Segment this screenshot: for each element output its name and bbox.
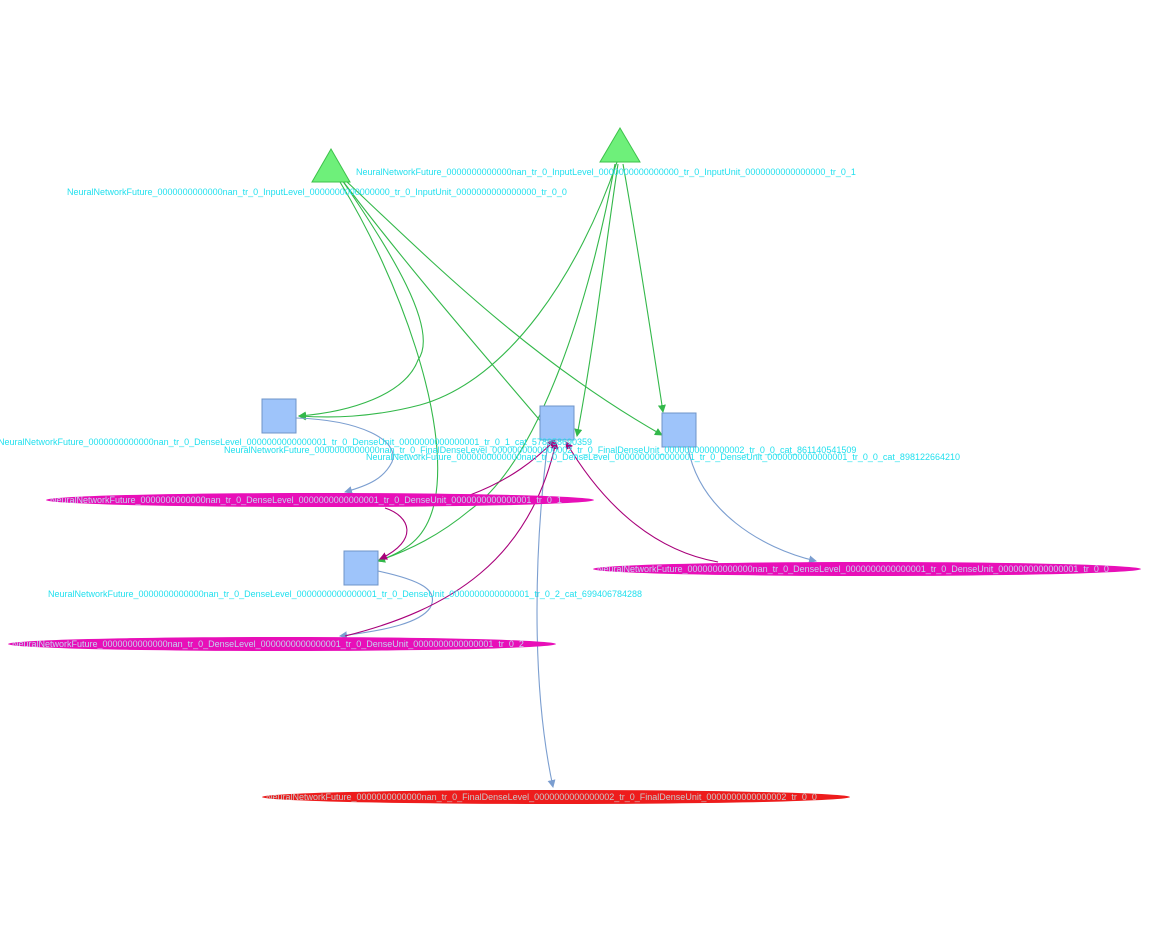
edge-ell2-final (344, 441, 559, 637)
edge-ell1-final (469, 439, 556, 496)
edge-input1-final (574, 163, 619, 437)
edge-input1-dense0 (622, 163, 666, 413)
ellipse-node-0-label: NeuralNetworkFuture_0000000000000nan_tr_… (597, 564, 1109, 574)
edge-input0-dense1 (298, 179, 424, 420)
dense-node-1-label: NeuralNetworkFuture_0000000000000nan_tr_… (0, 437, 592, 447)
ellipse-node-0[interactable] (593, 562, 1141, 576)
final-dense-node[interactable] (539, 405, 575, 441)
dense-node-2-label: NeuralNetworkFuture_0000000000000nan_tr_… (48, 589, 642, 599)
input-node-1-label: NeuralNetworkFuture_0000000000000nan_tr_… (356, 167, 856, 177)
edge-dense1-ell1 (295, 417, 394, 494)
ellipse-node-final[interactable] (262, 790, 850, 804)
edges (295, 161, 817, 788)
edge-ell0-final (565, 441, 719, 563)
dense-node-2[interactable] (343, 550, 379, 586)
ellipse-node-2-label: NeuralNetworkFuture_0000000000000nan_tr_… (12, 639, 524, 649)
edge-input1-dense2 (377, 163, 616, 563)
triangle-icon (599, 127, 641, 163)
input-node-0-label: NeuralNetworkFuture_0000000000000nan_tr_… (67, 187, 567, 197)
edge-input0-final (341, 179, 556, 439)
dense-node-0-label: NeuralNetworkFuture_0000000000000nan_tr_… (366, 452, 960, 462)
ellipse-node-1-label: NeuralNetworkFuture_0000000000000nan_tr_… (50, 495, 562, 505)
edge-input0-dense2 (339, 181, 439, 563)
dense-node-0[interactable] (661, 412, 697, 448)
edge-dense2-ell2 (339, 570, 434, 640)
input-node-1[interactable] (599, 127, 641, 163)
ellipse-node-final-label: NeuralNetworkFuture_0000000000000nan_tr_… (266, 792, 817, 802)
final-dense-node-label: NeuralNetworkFuture_0000000000000nan_tr_… (224, 445, 856, 455)
edge-input1-dense1 (298, 161, 618, 421)
edge-ell1-dense2 (379, 507, 408, 560)
dense-node-1[interactable] (261, 398, 297, 434)
ellipse-node-1[interactable] (46, 493, 594, 507)
triangle-icon (311, 147, 351, 183)
edge-dense0-ell0 (687, 447, 817, 564)
ellipse-node-2[interactable] (8, 637, 556, 651)
edge-input0-dense0 (344, 179, 663, 436)
input-node-0[interactable] (311, 147, 351, 183)
